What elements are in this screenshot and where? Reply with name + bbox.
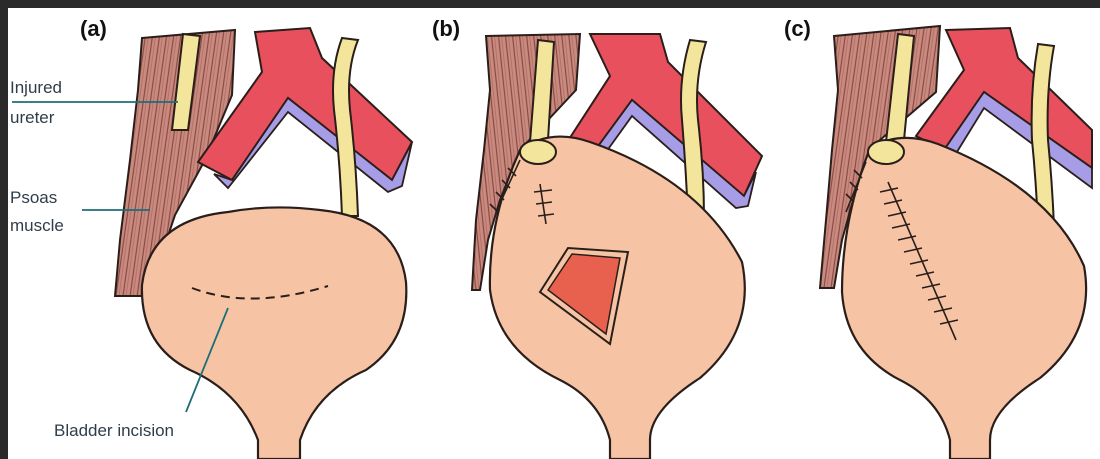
- ureteric-anastomosis-c: [868, 140, 904, 164]
- panel-label-a: (a): [80, 16, 107, 42]
- label-muscle: muscle: [10, 215, 64, 236]
- panel-label-c: (c): [784, 16, 811, 42]
- label-psoas: Psoas: [10, 187, 57, 208]
- label-injured: Injured: [10, 77, 62, 98]
- label-bladder-incision: Bladder incision: [54, 420, 174, 441]
- ureteric-anastomosis-b: [520, 140, 556, 164]
- label-ureter: ureter: [10, 107, 54, 128]
- panel-label-b: (b): [432, 16, 460, 42]
